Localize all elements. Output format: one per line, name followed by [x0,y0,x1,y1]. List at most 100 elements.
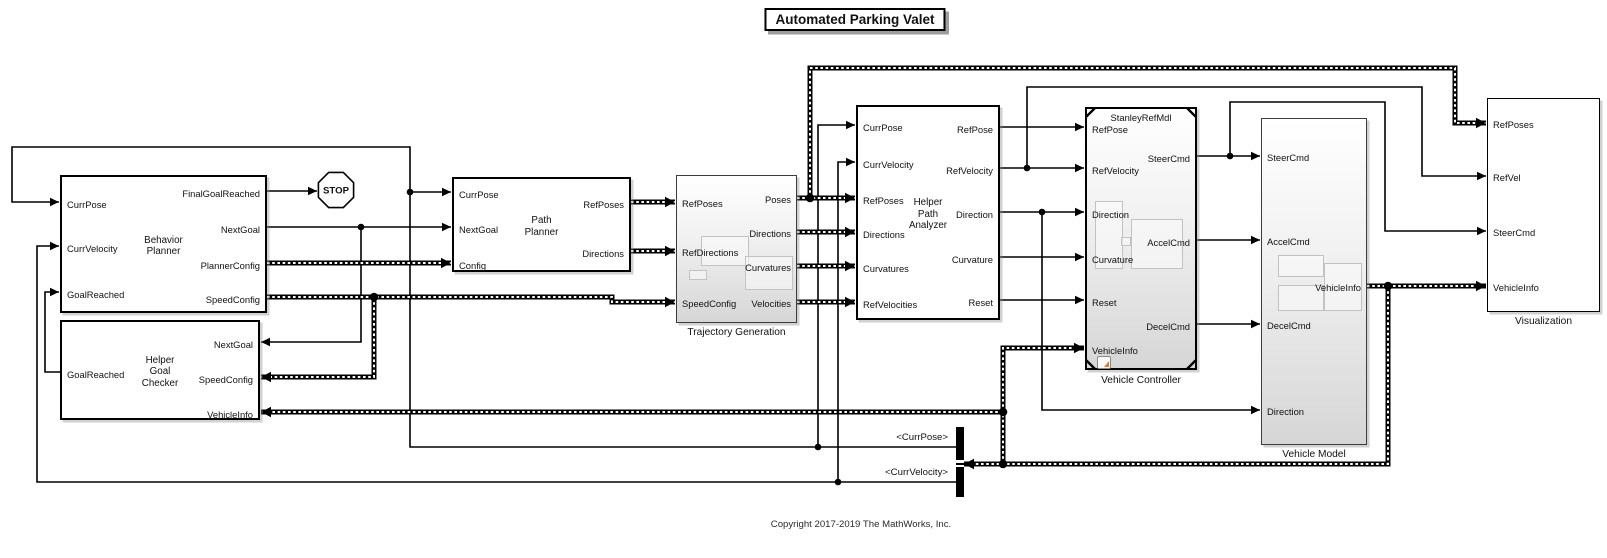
vehicle-controller-port-refpose: RefPose [1092,123,1128,135]
helper-goal-checker-name-line: Goal [149,366,171,378]
signal-velocities-bus[interactable] [797,296,855,308]
helper-goal-checker-port-goalreached: GoalReached [67,368,125,380]
helper-path-analyzer-port-reset: Reset [968,296,994,308]
signal-ref-pose[interactable] [1000,122,1084,132]
vehicle-model-port-steercmd: SteerCmd [1267,151,1310,163]
model-title-annotation[interactable]: Automated Parking Valet [764,8,946,31]
subsystem-preview-sketch [1131,219,1183,269]
signal-curr-velocity-to-analyzer[interactable] [837,157,855,482]
signal-next-goal-branch[interactable] [261,227,362,347]
vehicle-model-caption: Vehicle Model [1282,449,1346,460]
behavior-planner-port-plannerconfig: PlannerConfig [200,259,260,271]
behavior-planner-name-line: Behavior [144,234,183,246]
signal-curr-pose-to-analyzer[interactable] [817,120,855,447]
signal-curvature[interactable] [1000,252,1084,262]
path-planner-name-line: Planner [524,226,559,238]
signal-speed-config[interactable] [267,294,675,308]
bus-selector-notch [956,464,964,467]
behavior-planner-port-finalgoalreached: FinalGoalReached [182,187,260,199]
helper-path-analyzer-name-line: Path [917,208,939,220]
signal-vehicle-info-down[interactable] [964,286,1391,470]
path-planner-name-line: Path [531,215,552,226]
wire-junction-dot [1226,152,1234,160]
vehicle-controller-port-steercmd: SteerCmd [1147,152,1190,164]
stop-sign-label: STOP [323,186,350,197]
stop-sign-block[interactable]: STOP [316,170,356,210]
wire-junction-dot [406,188,414,196]
wire-junction-dot [834,478,842,486]
signal-reset[interactable] [1000,295,1084,305]
signal-decel-cmd[interactable] [1197,319,1260,329]
signal-directions-bus[interactable] [797,226,855,238]
signal-ref-poses-bus[interactable] [631,196,675,208]
signal-final-goal-reached[interactable] [267,186,317,196]
wire-junction-dot [1023,164,1031,172]
behavior-planner-name-line: Planner [146,246,181,257]
signal-goal-reached-loop[interactable] [44,287,60,373]
vehicle-controller-port-refvelocity: RefVelocity [1092,164,1139,176]
signal-conversion-badge-icon [1097,356,1111,369]
subsystem-preview-sketch [1121,237,1131,246]
signal-curr-pose-feedback[interactable] [11,146,956,448]
visualization-port-refvel: RefVel [1493,171,1521,183]
helper-goal-checker-port-speedconfig: SpeedConfig [198,373,253,385]
bus-selector-block[interactable] [956,427,964,497]
path-planner-port-config: Config [459,259,487,271]
trajectory-generation-port-directions: Directions [749,227,791,239]
visualization-port-steercmd: SteerCmd [1493,226,1536,238]
signal-curr-velocity-feedback[interactable] [36,241,956,483]
helper-goal-checker-name-line: Helper [145,354,175,366]
model-reference-corner-mark [1186,359,1197,370]
signal-ref-directions-bus[interactable] [631,245,675,257]
model-reference-corner-mark [1186,107,1197,118]
copyright-annotation: Copyright 2017-2019 The MathWorks, Inc. [770,519,952,530]
signal-ref-velocity[interactable] [1000,163,1084,173]
signal-curr-pose-to-path-planner[interactable] [410,187,451,197]
behavior-planner-port-speedconfig: SpeedConfig [205,293,260,305]
vehicle-model-port-accelcmd: AccelCmd [1267,235,1310,247]
signal-label-currvelocity: <CurrVelocity> [885,467,948,478]
signal-speed-config-to-goal-checker[interactable] [261,297,377,383]
signal-planner-config[interactable] [267,257,451,269]
vehicle-controller-port-direction: Direction [1092,208,1129,220]
visualization-caption: Visualization [1514,316,1572,327]
visualization-port-refposes: RefPoses [1493,118,1534,130]
signal-curvatures-bus[interactable] [797,260,855,272]
signal-ref-vel-to-visualization[interactable] [1026,86,1486,181]
helper-path-analyzer-port-currpose: CurrPose [863,121,903,133]
helper-goal-checker-name-line: Checker [141,377,179,389]
model-reference-corner-mark [1085,359,1096,370]
signal-poses-to-visualization[interactable] [807,65,1486,198]
vehicle-controller-port-accelcmd: AccelCmd [1147,236,1190,248]
behavior-planner-port-currpose: CurrPose [67,198,107,210]
helper-path-analyzer-name-line: Helper [913,197,943,209]
model-reference-corner-mark [1085,107,1096,118]
wire-junction-dot [369,292,379,302]
signal-accel-cmd[interactable] [1197,235,1260,245]
helper-goal-checker-port-nextgoal: NextGoal [213,338,253,350]
signal-vehicle-info-to-controller[interactable] [1000,342,1084,412]
subsystem-preview-sketch [1278,285,1324,311]
signal-steer-cmd-to-visualization[interactable] [1229,101,1486,236]
vehicle-controller-caption: Vehicle Controller [1101,375,1181,386]
helper-path-analyzer-name-line: Analyzer [908,220,948,232]
helper-path-analyzer-port-curvatures: Curvatures [863,262,909,274]
visualization-port-vehicleinfo: VehicleInfo [1493,281,1539,293]
wire-junction-dot [357,223,365,231]
vehicle-model-port-vehicleinfo: VehicleInfo [1315,281,1361,293]
subsystem-preview-sketch [1278,255,1324,277]
vehicle-controller-ref-model-label: StanleyRefMdl [1110,112,1172,123]
signal-direction-to-vehicle-model[interactable] [1041,212,1260,415]
subsystem-preview-sketch [745,256,793,290]
